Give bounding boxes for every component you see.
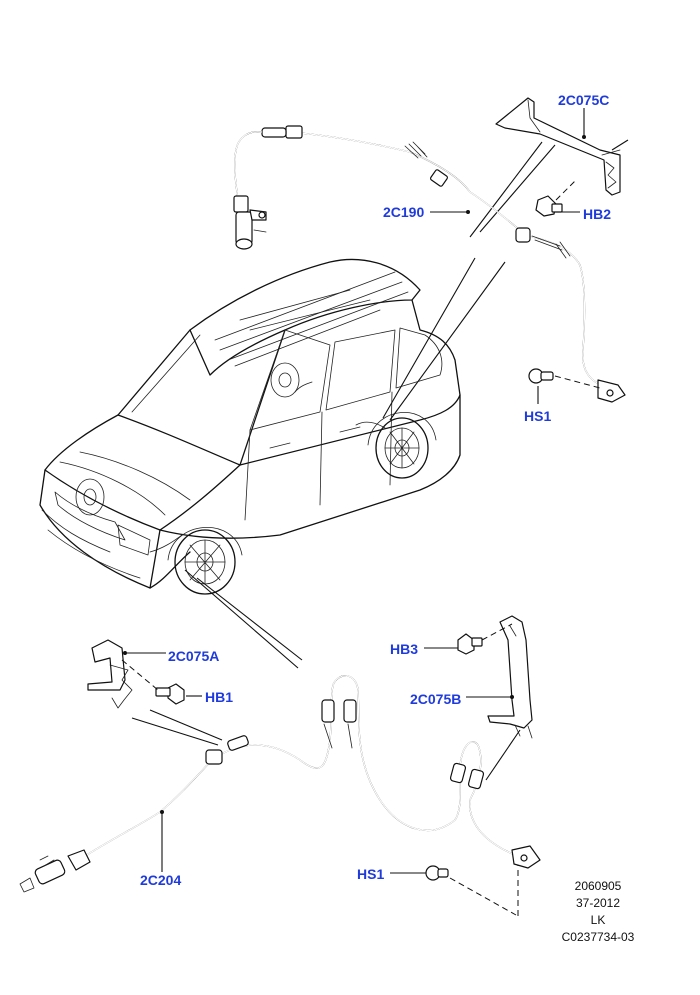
reference-line-4: C0237734-03 <box>561 930 635 944</box>
label-2c075b: 2C075B <box>410 691 462 707</box>
reference-lines <box>184 141 556 669</box>
bolt-hb1 <box>121 659 185 705</box>
bolt-hb2 <box>535 179 577 217</box>
label-2c190: 2C190 <box>383 204 425 220</box>
vehicle-illustration <box>39 258 461 595</box>
wheel-speed-sensor-harness-2c204 <box>19 675 541 893</box>
screw-hs1-bottom <box>425 860 519 918</box>
label-hb3: HB3 <box>390 641 419 657</box>
wheel-speed-sensor-harness-2c190 <box>233 125 626 403</box>
label-hb1: HB1 <box>205 689 234 705</box>
label-hs1-top: HS1 <box>524 408 552 424</box>
label-hs1-bottom: HS1 <box>357 866 385 882</box>
bolt-hb3 <box>457 623 513 655</box>
reference-block: 2060905 37-2012 LK C0237734-03 <box>543 878 653 946</box>
label-2c204: 2C204 <box>140 872 182 888</box>
reference-line-1: 2060905 <box>574 879 622 893</box>
bracket-2c075a <box>87 639 133 709</box>
bracket-2c075b <box>487 615 533 739</box>
label-hb2: HB2 <box>583 206 612 222</box>
reference-line-3: LK <box>590 913 606 927</box>
bracket-2c075c <box>495 97 629 196</box>
screw-hs1-top <box>528 368 601 389</box>
label-2c075c: 2C075C <box>558 92 610 108</box>
reference-line-2: 37-2012 <box>575 896 621 910</box>
label-2c075a: 2C075A <box>168 648 220 664</box>
callout-leaders <box>127 108 585 874</box>
